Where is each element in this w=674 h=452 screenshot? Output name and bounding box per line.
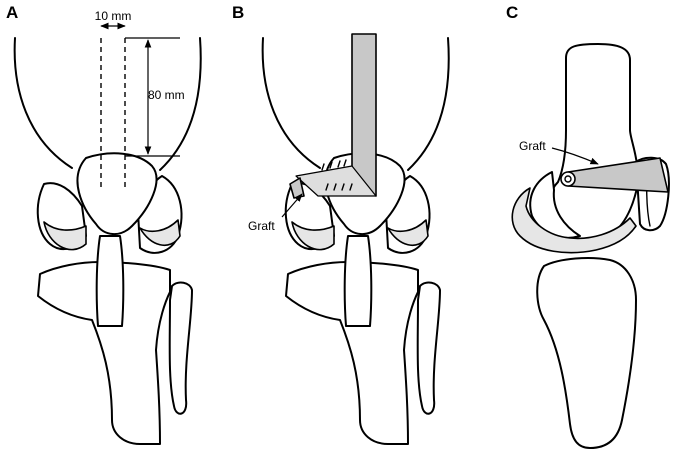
panel-b: B Graft [232,3,450,445]
panel-b-graft-arrow [281,193,303,218]
length-label: 80 mm [148,88,185,102]
sutures-upper [321,159,347,171]
cartilage-crescent [511,187,637,254]
panel-b-graft-label: Graft [248,219,275,233]
panel-c-graft-label: Graft [519,139,546,153]
sutures-lower [325,183,353,191]
graft-across-patella [295,165,377,197]
panel-c-graft-arrow [551,147,599,165]
tunnel-inner [564,175,572,183]
tibia-lateral [536,257,637,449]
width-label: 10 mm [95,9,132,23]
femur-lateral [547,43,639,242]
panel-a-letter: A [6,3,18,22]
graft-end [289,177,305,199]
panel-a: A 10 mm 80 mm [6,3,202,445]
panel-c: C Graft [506,3,670,449]
panel-c-letter: C [506,3,518,22]
panel-b-letter: B [232,3,244,22]
